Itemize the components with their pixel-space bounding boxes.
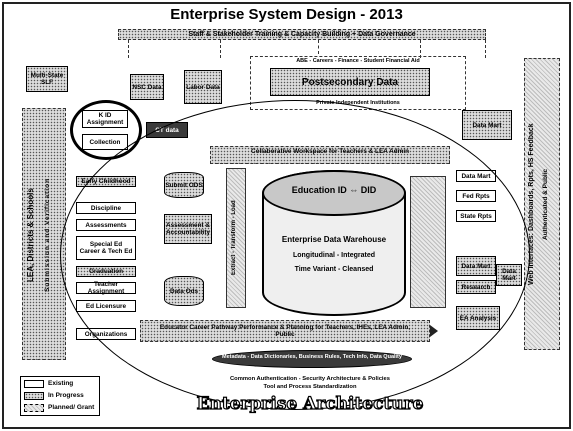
multistate-slf-label: Multi-State SLF bbox=[30, 72, 64, 86]
submission-label: Submission and Verification bbox=[44, 177, 51, 293]
postsecondary-label: Postsecondary Data bbox=[301, 76, 399, 88]
authenticated-label: Authenticated & Public bbox=[542, 168, 549, 240]
nsc-data-label: NSC Data bbox=[132, 83, 162, 91]
collection-label: Collection bbox=[89, 138, 121, 146]
labor-data-box: Labor Data bbox=[184, 70, 222, 104]
legend-existing-label: Existing bbox=[48, 380, 74, 387]
nsc-data-box: NSC Data bbox=[130, 74, 164, 100]
private-institutions-label: Private Independent Institutions bbox=[316, 100, 400, 106]
lea-band bbox=[22, 108, 66, 360]
banner-drop-4 bbox=[420, 40, 421, 58]
legend-planned-label: Planned/ Grant bbox=[48, 404, 95, 411]
kid-assignment-label: K ID Assignment bbox=[86, 112, 124, 126]
training-banner bbox=[118, 29, 486, 40]
banner-drop-2 bbox=[220, 40, 221, 58]
common-auth-label: Common Authentication - Security Archite… bbox=[230, 376, 390, 382]
multistate-slf-box: Multi-State SLF bbox=[26, 66, 68, 92]
diagram-title: Enterprise System Design - 2013 bbox=[170, 6, 403, 23]
banner-drop-5 bbox=[485, 40, 486, 58]
labor-data-label: Labor Data bbox=[186, 83, 220, 91]
banner-drop-1 bbox=[128, 40, 129, 58]
lea-label: LEA, Districts & Schools bbox=[26, 188, 35, 282]
data-mart-top-label: Data Mart bbox=[472, 121, 502, 129]
web-interfaces-label: Web Interfaces: Dashboards, Rpts, HS Fee… bbox=[528, 123, 535, 285]
kid-assignment-box: K ID Assignment bbox=[82, 110, 128, 128]
enterprise-architecture-ellipse bbox=[60, 100, 530, 410]
web-interfaces-band bbox=[524, 58, 560, 350]
kid-highlight-oval bbox=[70, 100, 142, 160]
legend-planned-swatch bbox=[24, 404, 44, 412]
ea-title: Enterprise Architecture bbox=[196, 393, 424, 414]
banner-drop-3 bbox=[318, 40, 319, 54]
data-mart-top-box: Data Mart bbox=[462, 110, 512, 140]
tools-label: Tool and Process Standardization bbox=[263, 384, 357, 390]
abe-label: ABE - Careers - Finance - Student Financ… bbox=[296, 58, 420, 64]
legend-in-progress-label: In Progress bbox=[48, 392, 84, 399]
collection-box: Collection bbox=[82, 134, 128, 150]
training-banner-label: Staff & Stakeholder Training & Capacity … bbox=[188, 31, 416, 38]
legend-in-progress-swatch bbox=[24, 392, 44, 400]
postsecondary-box: Postsecondary Data bbox=[270, 68, 430, 96]
legend-existing-swatch bbox=[24, 380, 44, 388]
